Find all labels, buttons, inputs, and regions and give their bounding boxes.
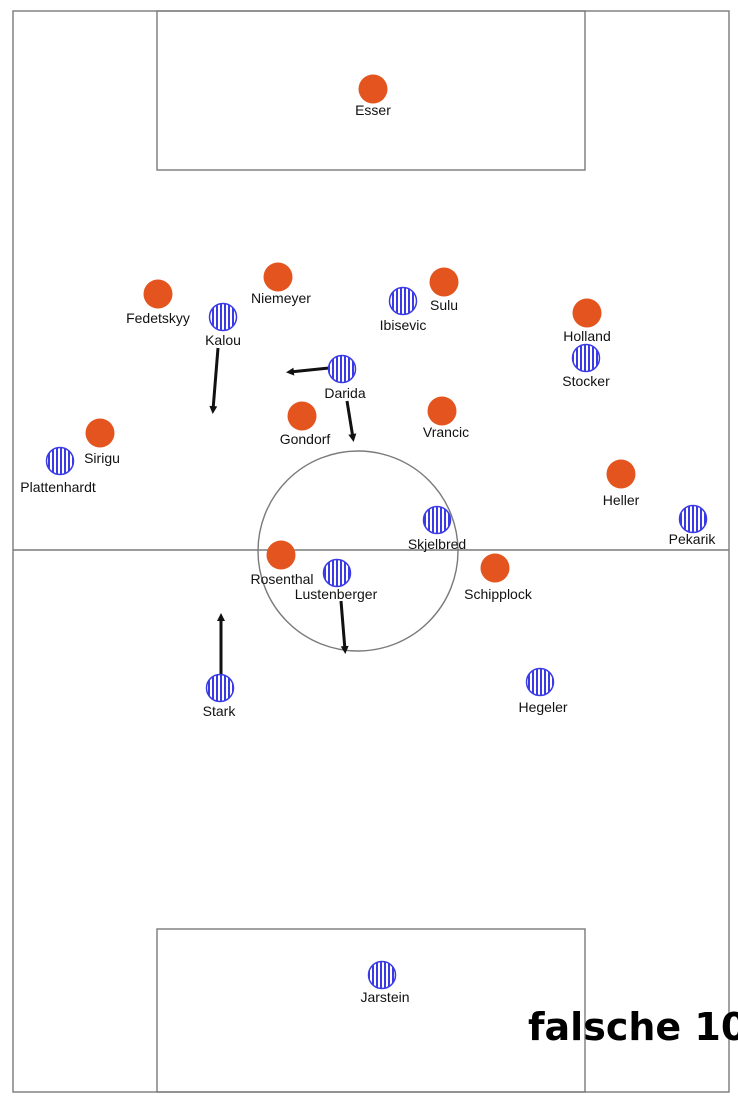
player-marker-blue	[327, 354, 357, 384]
player-marker-blue	[678, 504, 708, 534]
player-vrancic: Vrancic	[423, 396, 469, 440]
player-marker-blue	[205, 673, 235, 703]
player-jarstein: Jarstein	[360, 960, 410, 1005]
player-label: Gondorf	[280, 431, 331, 447]
player-stocker: Stocker	[562, 343, 610, 389]
player-marker-red	[266, 540, 296, 570]
player-kalou: Kalou	[205, 302, 241, 348]
player-label: Jarstein	[360, 989, 409, 1005]
player-marker-blue	[322, 558, 352, 588]
player-marker-blue	[208, 302, 238, 332]
player-label: Skjelbred	[408, 536, 466, 552]
player-label: Kalou	[205, 332, 241, 348]
player-label: Holland	[563, 328, 610, 344]
player-hegeler: Hegeler	[518, 667, 568, 715]
player-ibisevic: Ibisevic	[380, 286, 427, 333]
player-heller: Heller	[603, 459, 640, 508]
player-niemeyer: Niemeyer	[251, 262, 311, 306]
player-marker-blue	[45, 446, 75, 476]
player-label: Vrancic	[423, 424, 469, 440]
player-label: Stocker	[562, 373, 610, 389]
player-label: Pekarik	[669, 531, 717, 547]
arrow-darida-left	[286, 366, 330, 376]
player-gondorf: Gondorf	[280, 401, 331, 447]
player-sirigu: Sirigu	[84, 418, 120, 466]
player-marker-red	[429, 267, 459, 297]
player-stark: Stark	[203, 673, 237, 719]
player-label: Esser	[355, 102, 391, 118]
player-marker-red	[85, 418, 115, 448]
arrow-darida-down	[345, 400, 357, 442]
movement-arrows	[209, 347, 357, 675]
player-marker-red	[480, 553, 510, 583]
player-marker-blue	[388, 286, 418, 316]
arrow-lustenberger	[339, 600, 349, 654]
player-darida: Darida	[324, 354, 366, 401]
player-label: Niemeyer	[251, 290, 311, 306]
player-sulu: Sulu	[429, 267, 459, 313]
player-label: Plattenhardt	[20, 479, 96, 495]
player-label: Schipplock	[464, 586, 533, 602]
player-marker-blue	[525, 667, 555, 697]
player-marker-red	[263, 262, 293, 292]
player-marker-red	[143, 279, 173, 309]
player-fedetskyy: Fedetskyy	[126, 279, 190, 326]
player-marker-blue	[367, 960, 397, 990]
player-skjelbred: Skjelbred	[408, 505, 466, 552]
player-label: Sirigu	[84, 450, 120, 466]
player-holland: Holland	[563, 298, 611, 344]
player-label: Hegeler	[518, 699, 567, 715]
player-label: Lustenberger	[295, 586, 378, 602]
player-lustenberger: Lustenberger	[295, 558, 378, 602]
player-label: Ibisevic	[380, 317, 427, 333]
player-marker-red	[358, 74, 388, 104]
arrow-kalou	[209, 347, 220, 414]
player-plattenhardt: Plattenhardt	[20, 446, 96, 495]
player-marker-red	[287, 401, 317, 431]
player-marker-red	[427, 396, 457, 426]
pitch-boundary	[12, 10, 730, 1093]
player-label: Fedetskyy	[126, 310, 190, 326]
falsche10-logo: falsche 10	[528, 1005, 738, 1049]
player-marker-blue	[422, 505, 452, 535]
player-label: Rosenthal	[250, 571, 313, 587]
center-circle	[257, 450, 459, 652]
player-marker-blue	[571, 343, 601, 373]
player-label: Sulu	[430, 297, 458, 313]
player-label: Stark	[203, 703, 237, 719]
player-label: Heller	[603, 492, 640, 508]
player-marker-red	[572, 298, 602, 328]
player-label: Darida	[324, 385, 365, 401]
bottom-penalty-box	[156, 928, 586, 1093]
player-rosenthal: Rosenthal	[250, 540, 314, 587]
player-marker-red	[606, 459, 636, 489]
player-schipplock: Schipplock	[464, 553, 533, 602]
top-penalty-box	[156, 10, 586, 171]
player-pekarik: Pekarik	[669, 504, 717, 547]
player-esser: Esser	[355, 74, 391, 118]
